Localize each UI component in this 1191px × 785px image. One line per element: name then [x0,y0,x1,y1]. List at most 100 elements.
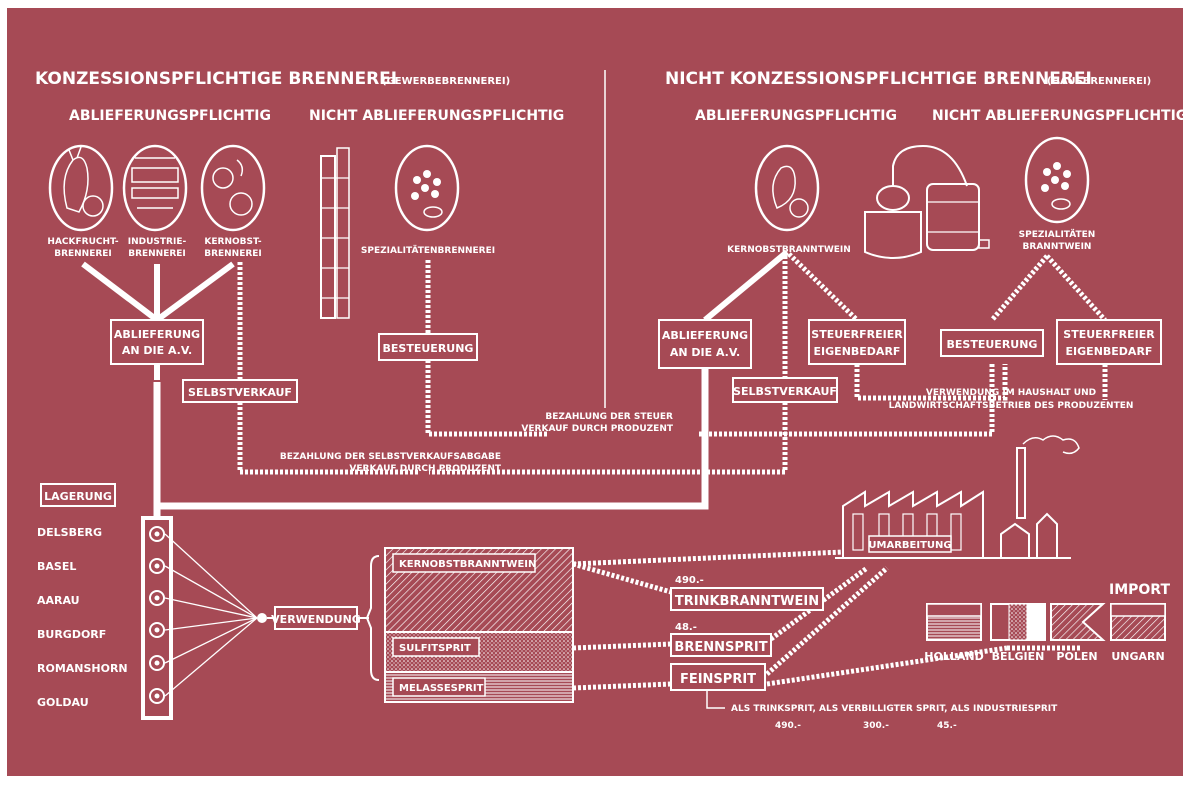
flow-steuer-1: BEZAHLUNG DER STEUER [545,412,673,422]
flow-selbst-1: BEZAHLUNG DER SELBSTVERKAUFSABGABE [280,452,501,462]
left-selbstverkauf-line [237,262,419,475]
import-ungarn: UNGARN [1111,650,1164,663]
place-delsberg: DELSBERG [37,526,102,539]
ind-label-1: INDUSTRIE- [128,237,187,247]
spezialitaeten-icon [394,144,460,232]
kern-label-1: KERNOBST- [204,237,261,247]
hack-label-1: HACKFRUCHT- [47,237,118,247]
left-abl-label-2: AN DIE A.V. [122,344,192,357]
right-spezialitaeten-icon [1024,136,1090,224]
right-kernobst-icon [754,144,820,232]
hackfrucht-icon [48,144,114,232]
trinkbranntwein-box [670,587,824,611]
right-spez-label-2: BRANNTWEIN [1023,242,1092,252]
flow-diagram: KONZESSIONSPFLICHTIGE BRENNEREI (GEWERBE… [35,69,1183,731]
left-besteuerung-label: BESTEUERUNG [383,342,474,355]
right-kern-label: KERNOBSTBRANNTWEIN [727,245,851,255]
flow-steuer-2: VERKAUF DURCH PRODUZENT [521,424,673,434]
right-besteuerung-label: BESTEUERUNG [947,338,1038,351]
left-group-b-label: NICHT ABLIEFERUNGSPFLICHTIG [309,108,564,124]
right-spez-label-1: SPEZIALITÄTEN [1019,229,1096,240]
lagerung-title: LAGERUNG [44,490,112,503]
verwendung-brace [365,555,380,681]
import-holland: HOLLAND [924,650,983,663]
left-group-a-label: ABLIEFERUNGSPFLICHTIG [69,108,271,124]
fein-price-2: 300.- [863,721,889,731]
stock-sulfit-box [392,637,480,657]
umarbeitung-label: UMARBEITUNG [868,540,951,551]
left-besteuerung-line [425,260,547,437]
feinsprit-label: FEINSPRIT [680,672,756,687]
hack-label-2: BRENNEREI [54,249,112,259]
verwendung-label: VERWENDUNG [271,613,361,626]
umarbeitung-box [868,535,952,553]
right-group-b-label: NICHT ABLIEFERUNGSPFLICHTIG [932,108,1183,124]
distillation-column-icon [320,147,350,319]
place-basel: BASEL [37,560,76,573]
verwendung-haushalt-2: LANDWIRTSCHAFTSBETRIEB DES PRODUZENTEN [889,401,1134,411]
lagerung-box [40,483,116,507]
right-selbstverkauf-box [732,377,838,403]
diagram-poster: KONZESSIONSPFLICHTIGE BRENNEREI (GEWERBE… [7,8,1183,776]
stock-kern-box [392,553,536,573]
kernobst-icon [200,144,266,232]
industrie-icon [122,144,188,232]
import-belgien: BELGIEN [992,650,1045,663]
ablieferung-main-line [153,368,709,510]
brennsprit-box [670,633,772,657]
right-selbstverkauf-label: SELBSTVERKAUF [733,385,837,398]
right-steuerfrei2-box [1056,319,1162,365]
right-title-sub: (HAUSBRENNEREI) [1047,76,1151,87]
left-selbstverkauf-box [182,379,298,403]
left-title-sub: (GEWERBEBRENNEREI) [382,76,510,87]
left-abl-label-1: ABLIEFERUNG [114,328,200,341]
import-flags [926,603,1166,641]
left-ablieferung-box [110,319,204,365]
import-title: IMPORT [1109,582,1170,598]
place-aarau: AARAU [37,594,80,607]
right-abl-label-1: ABLIEFERUNG [662,329,748,342]
lagerung-tank-column [141,516,173,720]
right-besteuerung-box [940,329,1044,357]
stock-melasse-box [392,677,486,697]
import-polen: POLEN [1056,650,1097,663]
right-ablieferung-box [658,319,752,369]
left-title: KONZESSIONSPFLICHTIGE BRENNEREI [35,69,397,89]
flow-selbst-2: VERKAUF DURCH PRODUZENT [349,464,501,474]
fein-price-1: 490.- [775,721,801,731]
right-steuer2-label-2: EIGENBEDARF [1066,345,1153,358]
left-besteuerung-box [378,333,478,361]
stock-kern-label: KERNOBSTBRANNTWEIN [399,559,536,570]
right-steuer-label-2: EIGENBEDARF [814,345,901,358]
trink-price: 490.- [675,575,704,586]
right-steuer-label-1: STEUERFREIER [811,328,903,341]
place-burgdorf: BURGDORF [37,628,106,641]
fein-use-text: ALS TRINKSPRIT, ALS VERBILLIGTER SPRIT, … [731,704,1058,714]
right-title: NICHT KONZESSIONSPFLICHTIGE BRENNEREI [665,69,1092,89]
stock-melasse-label: MELASSESPRIT [399,683,484,694]
brenn-price: 48.- [675,622,697,633]
feinsprit-box [670,663,766,691]
ind-label-2: BRENNEREI [128,249,186,259]
left-ablieferung-lines [81,261,235,380]
verwendung-haushalt-1: VERWENDUNG IM HAUSHALT UND [926,388,1096,398]
trinkbranntwein-label: TRINKBRANNTWEIN [675,594,819,609]
kern-label-2: BRENNEREI [204,249,262,259]
lagerung-fan-lines [164,533,258,697]
right-ablieferung-line [703,249,789,323]
still-icon [864,144,990,259]
place-goldau: GOLDAU [37,696,89,709]
right-steuerfrei-box [808,319,906,365]
right-abl-label-2: AN DIE A.V. [670,346,740,359]
right-steuer2-label-1: STEUERFREIER [1063,328,1155,341]
left-selbstverkauf-label: SELBSTVERKAUF [188,386,292,399]
fein-price-3: 45.- [937,721,957,731]
stock-sulfit-label: SULFITSPRIT [399,643,471,654]
spez-label: SPEZIALITÄTENBRENNEREI [361,245,495,256]
fein-use-arrow [706,690,725,709]
brennsprit-label: BRENNSPRIT [674,640,767,655]
right-dotted-lines [429,252,1108,475]
right-group-a-label: ABLIEFERUNGSPFLICHTIG [695,108,897,124]
place-romanshorn: ROMANSHORN [37,662,128,675]
verwendung-node [257,613,267,623]
